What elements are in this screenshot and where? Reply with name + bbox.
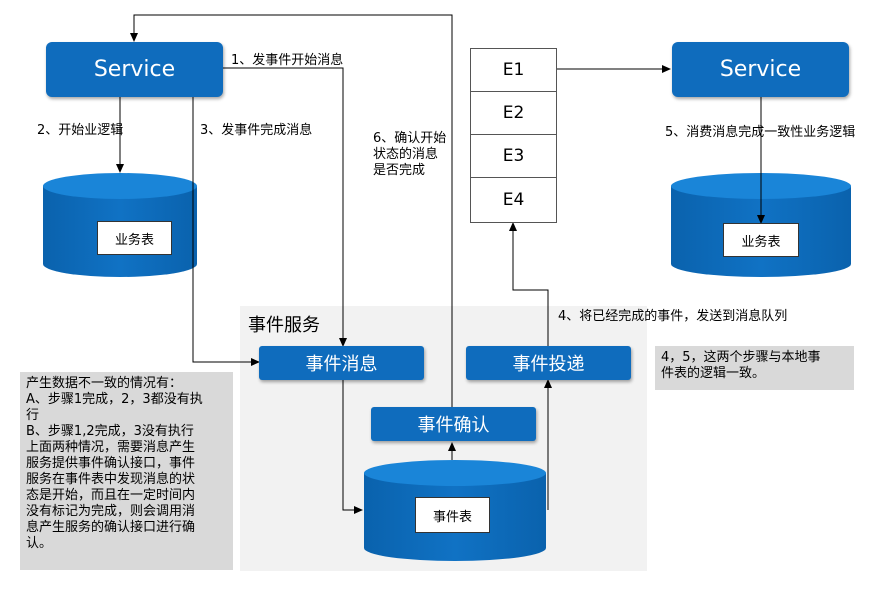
edge-message-to-event-db	[342, 380, 363, 514]
step6-label: 6、确认开始 状态的消息 是否完成	[373, 131, 447, 178]
edge-step4	[509, 222, 549, 346]
business-table-left-label: 业务表	[97, 221, 172, 255]
queue-item-e1: E1	[471, 49, 556, 92]
edge-step3	[192, 97, 260, 366]
step1-label: 1、发事件开始消息	[231, 53, 344, 68]
event-delivery-box: 事件投递	[466, 346, 631, 380]
right-note: 4，5，这两个步骤与本地事 件表的逻辑一致。	[655, 346, 854, 390]
queue-item-e4: E4	[502, 189, 525, 210]
edge-step1	[223, 67, 347, 347]
step4-label: 4、将已经完成的事件，发送到消息队列	[558, 309, 788, 324]
event-message-box: 事件消息	[259, 346, 424, 380]
left-note: 产生数据不一致的情况有： A、步骤1完成，2，3都没有执 行 B、步骤1,2完成…	[20, 372, 233, 570]
event-confirm-box: 事件确认	[371, 407, 536, 441]
business-table-right-label: 业务表	[723, 223, 799, 257]
service-left: Service	[46, 42, 223, 97]
service-right: Service	[672, 42, 849, 97]
message-queue: E1 E2 E3 E4	[470, 48, 557, 223]
step2-label: 2、开始业逻辑	[37, 123, 124, 138]
queue-item-e3: E3	[471, 135, 556, 178]
queue-item-e2: E2	[471, 92, 556, 135]
step3-label: 3、发事件完成消息	[200, 123, 313, 138]
step5-label: 5、消费消息完成一致性业务逻辑	[665, 125, 856, 140]
event-service-title: 事件服务	[248, 315, 320, 336]
edge-step6-confirm	[130, 14, 453, 407]
event-table-label: 事件表	[415, 497, 490, 533]
